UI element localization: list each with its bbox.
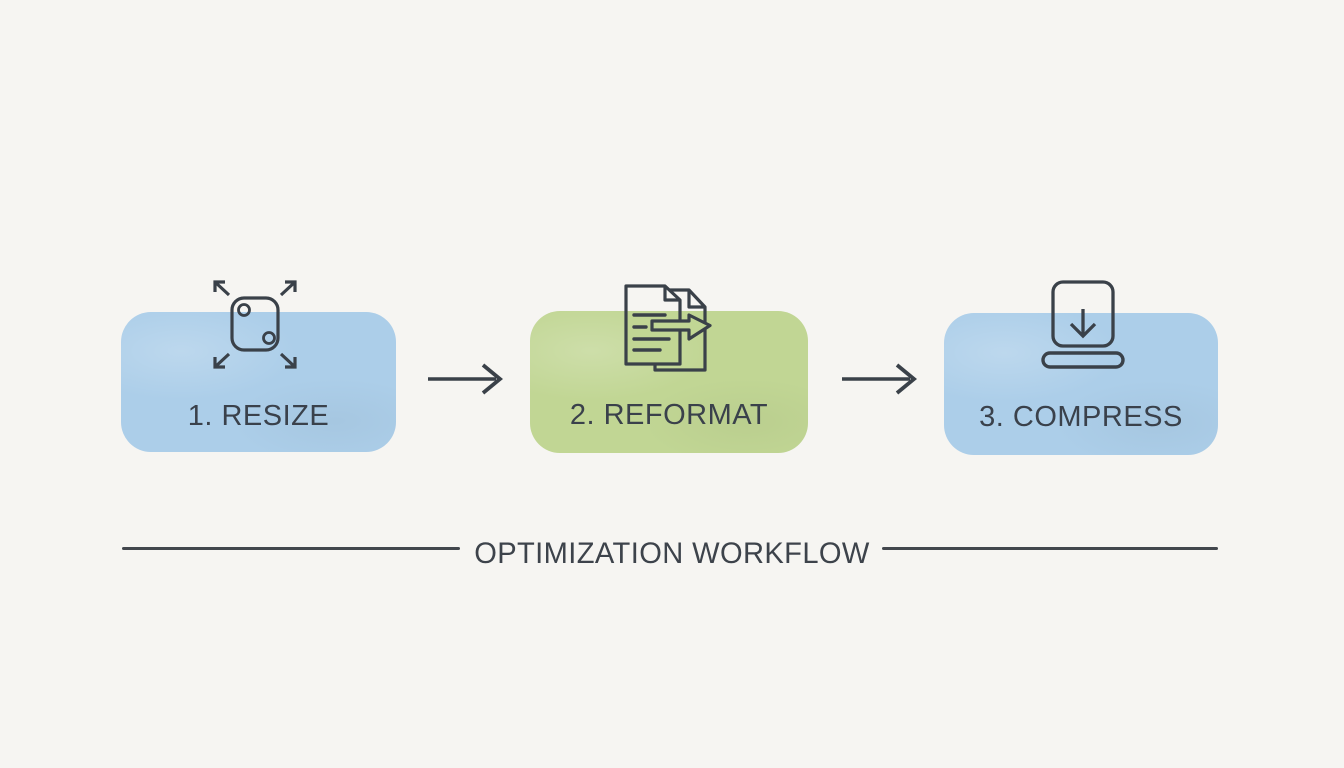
step-label-resize: 1. RESIZE <box>187 400 330 432</box>
arrow-right-icon <box>426 362 506 396</box>
expand-arrows-icon <box>209 276 301 372</box>
divider-line-right <box>882 547 1218 550</box>
footer-title: OPTIMIZATION WORKFLOW <box>474 537 870 570</box>
document-convert-arrow-icon <box>616 280 720 376</box>
step-label-compress: 3. COMPRESS <box>979 401 1183 433</box>
compress-download-tray-icon <box>1040 278 1126 370</box>
arrow-right-icon <box>840 362 920 396</box>
step-box-resize: 1. RESIZE <box>121 312 396 452</box>
divider-line-left <box>122 547 460 550</box>
step-box-compress: 3. COMPRESS <box>944 313 1218 455</box>
step-label-reformat: 2. REFORMAT <box>569 399 769 431</box>
